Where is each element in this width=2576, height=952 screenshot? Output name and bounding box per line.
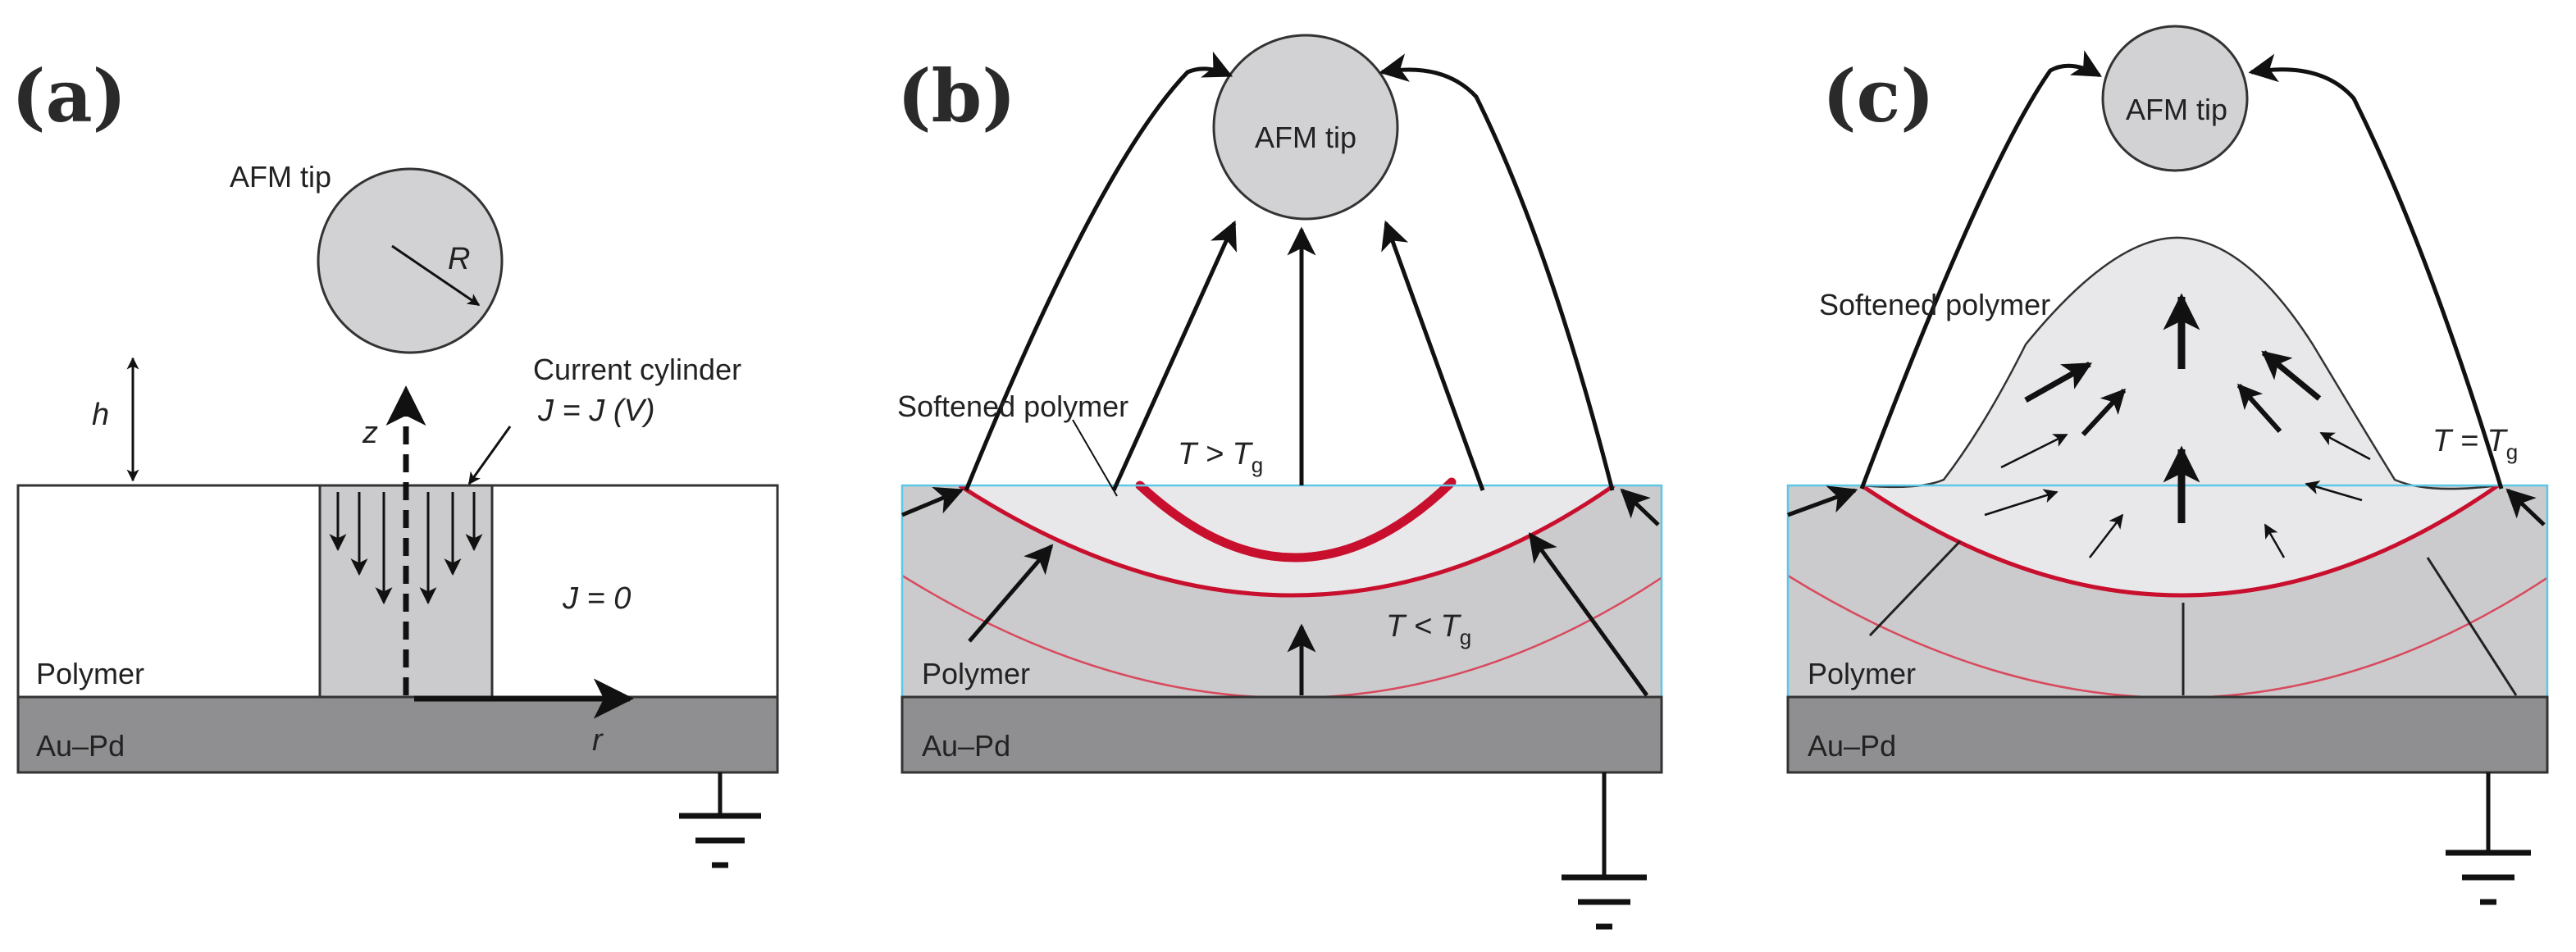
- panel-b-path-right-lower: [1528, 532, 1649, 697]
- flow-arrow-right-low: [2305, 481, 2363, 502]
- panel-c-substrate: [1786, 695, 2549, 774]
- panel-b-substrate: [900, 695, 1663, 774]
- panel-c-isotherm-outer: [1788, 574, 2547, 697]
- panel-c-path-edge-right: [2505, 488, 2546, 526]
- panel-c-flow-arrows: [1984, 293, 2371, 558]
- flow-arrow-left-thin: [2000, 433, 2068, 469]
- panel-b-ground-symbol: [1562, 772, 1647, 930]
- panel-a-tip-label: AFM tip: [230, 160, 331, 194]
- panel-c-bump-outline: [1861, 236, 2499, 490]
- panel-c-t-equal-main: T = T: [2432, 424, 2509, 458]
- flow-arrow-left-low: [1984, 489, 2059, 517]
- flow-arrow-left-lower: [2089, 513, 2124, 558]
- panel-b-label: (b): [897, 53, 1016, 139]
- panel-b-t-above-main: T > T: [1178, 437, 1254, 471]
- panel-a-polymer-label: Polymer: [36, 657, 144, 690]
- panel-b-substrate-label: Au–Pd: [922, 729, 1010, 763]
- panel-a: (a): [11, 53, 779, 868]
- panel-a-afm-tip: [317, 167, 504, 354]
- panel-b-tip-label: AFM tip: [1255, 121, 1356, 154]
- panel-a-outside-equation: J = 0: [562, 581, 631, 616]
- panel-a-z-symbol: z: [362, 416, 378, 450]
- panel-c: (c): [1786, 25, 2549, 905]
- panel-b-path-inner-left: [1111, 220, 1238, 492]
- panel-c-t-equal-sub: g: [2506, 440, 2518, 464]
- panel-b-path-outer-right: [1379, 53, 1615, 491]
- panel-b-t-below: T < Tg: [1386, 609, 1471, 649]
- panel-a-current-arrows: [329, 492, 483, 605]
- panel-b-path-edge-left: [901, 486, 964, 517]
- panel-b-current-paths: [901, 51, 1660, 697]
- panel-c-afm-tip: [2101, 25, 2249, 172]
- flow-arrow-right-thin: [2319, 431, 2371, 461]
- panel-c-isotherm-tg: [1860, 485, 2500, 598]
- panel-c-label: (c): [1822, 53, 1935, 139]
- panel-c-path-edge-left: [1787, 485, 1858, 517]
- panel-c-t-equal: T = Tg: [2432, 424, 2518, 464]
- panel-c-path-right: [2248, 53, 2504, 490]
- flow-arrow-left-big: [2024, 361, 2093, 403]
- panel-a-r-symbol: r: [592, 723, 604, 758]
- panel-b-t-above-sub: g: [1252, 453, 1263, 477]
- panel-a-cylinder-pointer: [467, 426, 512, 485]
- flow-arrow-right-mid: [2236, 383, 2282, 433]
- panel-c-softened-bump: [1862, 237, 2498, 595]
- panel-c-softened-label: Softened polymer: [1819, 288, 2050, 321]
- panel-c-path-left: [1859, 50, 2103, 490]
- panel-b-softened-pointer: [1072, 419, 1118, 497]
- panel-c-tip-label: AFM tip: [2126, 93, 2227, 126]
- panel-c-boundaries: [1868, 540, 2518, 696]
- panel-a-cylinder-label: Current cylinder: [533, 353, 741, 386]
- panel-b-t-below-main: T < T: [1386, 609, 1462, 644]
- panel-b-t-below-sub: g: [1460, 625, 1471, 649]
- panel-c-substrate-label: Au–Pd: [1808, 729, 1896, 763]
- panel-b-isotherm-mid: [958, 485, 1616, 598]
- panel-b-afm-tip: [1212, 34, 1399, 221]
- panel-a-height-symbol: h: [92, 398, 109, 432]
- panel-b-path-left-lower: [968, 544, 1054, 643]
- panel-a-substrate-label: Au–Pd: [36, 729, 125, 763]
- flow-arrow-right-lower: [2264, 523, 2286, 558]
- panel-c-polymer-label: Polymer: [1808, 657, 1916, 690]
- panel-b-isotherm-outer: [902, 574, 1662, 697]
- panel-b-t-above: T > Tg: [1178, 437, 1263, 477]
- panel-b-path-edge-right: [1620, 488, 1660, 526]
- panel-b-polymer-label: Polymer: [922, 657, 1030, 690]
- flow-arrow-right-big: [2261, 350, 2322, 401]
- panel-b-hot-core: [1135, 477, 1457, 563]
- panel-c-ground-symbol: [2446, 772, 2531, 905]
- panel-a-substrate: [16, 695, 779, 774]
- panel-a-radius-symbol: R: [448, 242, 470, 276]
- panel-b-path-outer-left: [964, 51, 1233, 491]
- panel-a-label: (a): [11, 53, 126, 139]
- panel-a-cylinder-equation: J = J (V): [537, 394, 655, 428]
- panel-a-radius-arrow: [391, 244, 481, 307]
- panel-b-path-inner-right: [1381, 220, 1485, 491]
- panel-c-current-paths: [1787, 50, 2546, 526]
- flow-arrow-left-mid: [2081, 388, 2127, 437]
- panel-b: (b): [897, 34, 1663, 930]
- panel-b-softened-label: Softened polymer: [897, 389, 1128, 423]
- panel-a-ground-symbol: [679, 772, 761, 868]
